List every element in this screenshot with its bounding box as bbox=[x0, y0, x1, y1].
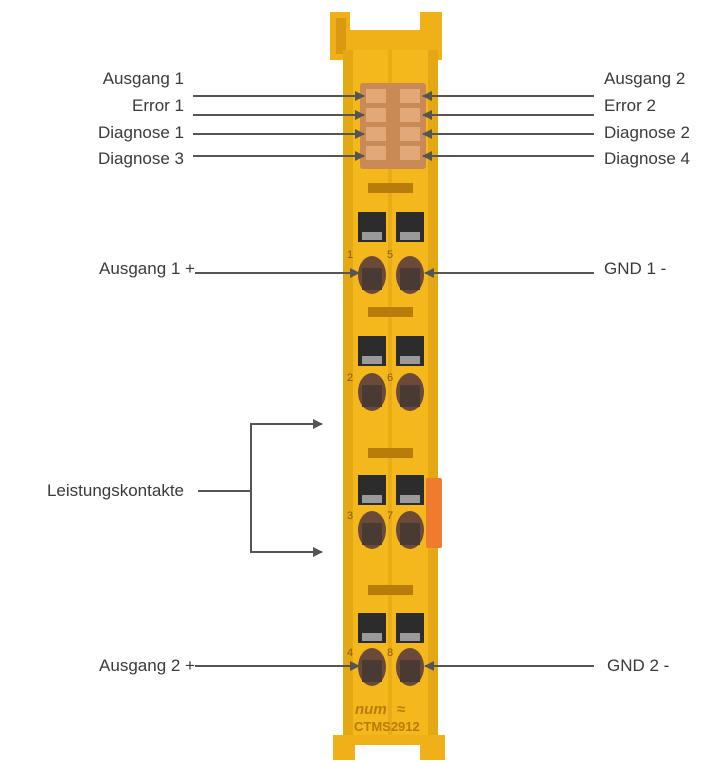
leistungskontakte-bracket-lower bbox=[250, 491, 323, 557]
brand-logo-mark: ≈ bbox=[397, 701, 405, 718]
terminal-block-4 bbox=[358, 613, 424, 686]
terminal-block-1 bbox=[358, 212, 424, 294]
leistungskontakte-bracket bbox=[198, 419, 323, 492]
terminal-number: 2 bbox=[347, 372, 353, 384]
brand-logo: num bbox=[355, 701, 387, 718]
callout-arrows-left bbox=[193, 91, 365, 671]
label-diagnose-2: Diagnose 2 bbox=[604, 123, 691, 142]
terminal-number: 8 bbox=[387, 647, 393, 659]
label-error-2: Error 2 bbox=[604, 96, 656, 115]
label-ausgang-2: Ausgang 2 bbox=[604, 69, 686, 88]
label-error-1: Error 1 bbox=[132, 96, 184, 115]
terminal-block-3 bbox=[358, 475, 424, 549]
terminal-number: 1 bbox=[347, 249, 353, 261]
terminal-number: 7 bbox=[387, 510, 393, 522]
top-rail-clip bbox=[330, 12, 442, 60]
bottom-rail-clip bbox=[333, 735, 445, 760]
label-diagnose-4: Diagnose 4 bbox=[604, 149, 691, 168]
terminal-number: 6 bbox=[387, 372, 393, 384]
label-gnd-1-minus: GND 1 - bbox=[604, 259, 667, 278]
terminal-number: 5 bbox=[387, 249, 393, 261]
terminal-numbers: 1 5 2 6 3 7 4 8 bbox=[347, 249, 393, 659]
label-leistungskontakte: Leistungskontakte bbox=[46, 481, 184, 500]
terminal-block-2 bbox=[358, 336, 424, 411]
orange-side-tab bbox=[426, 478, 442, 548]
label-diagnose-1: Diagnose 1 bbox=[97, 123, 184, 142]
terminal-number: 4 bbox=[347, 647, 353, 659]
label-ausgang-1-plus: Ausgang 1 + bbox=[99, 259, 195, 278]
label-diagnose-3: Diagnose 3 bbox=[97, 149, 184, 168]
model-number: CTMS2912 bbox=[354, 719, 420, 734]
terminal-number: 3 bbox=[347, 510, 353, 522]
led-window bbox=[360, 83, 426, 169]
label-ausgang-2-plus: Ausgang 2 + bbox=[99, 656, 195, 675]
separator-grooves bbox=[368, 183, 413, 595]
label-gnd-2-minus: GND 2 - bbox=[607, 656, 670, 675]
label-ausgang-1: Ausgang 1 bbox=[102, 69, 184, 88]
callout-arrows-right bbox=[422, 91, 594, 671]
